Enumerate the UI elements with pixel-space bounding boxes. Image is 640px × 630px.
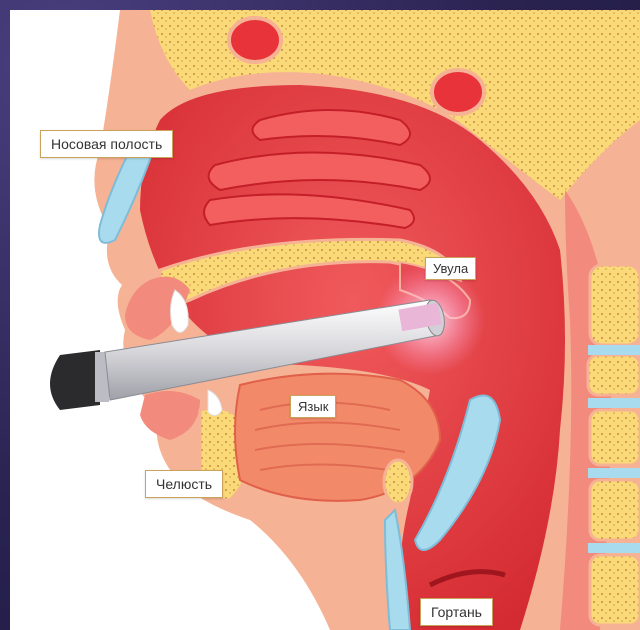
label-larynx: Гортань: [420, 598, 493, 626]
label-uvula: Увула: [425, 257, 476, 280]
sinus-left: [229, 18, 281, 62]
label-jaw: Челюсть: [145, 470, 223, 498]
hyoid-bone: [384, 460, 412, 504]
vertebrae: [588, 265, 640, 625]
sinus-right: [432, 70, 484, 114]
head-cross-section: [10, 10, 640, 630]
label-nasal-cavity: Носовая полость: [40, 130, 173, 158]
anatomy-illustration: Носовая полость Увула Язык Челюсть Горта…: [10, 10, 640, 630]
label-tongue: Язык: [290, 395, 336, 418]
